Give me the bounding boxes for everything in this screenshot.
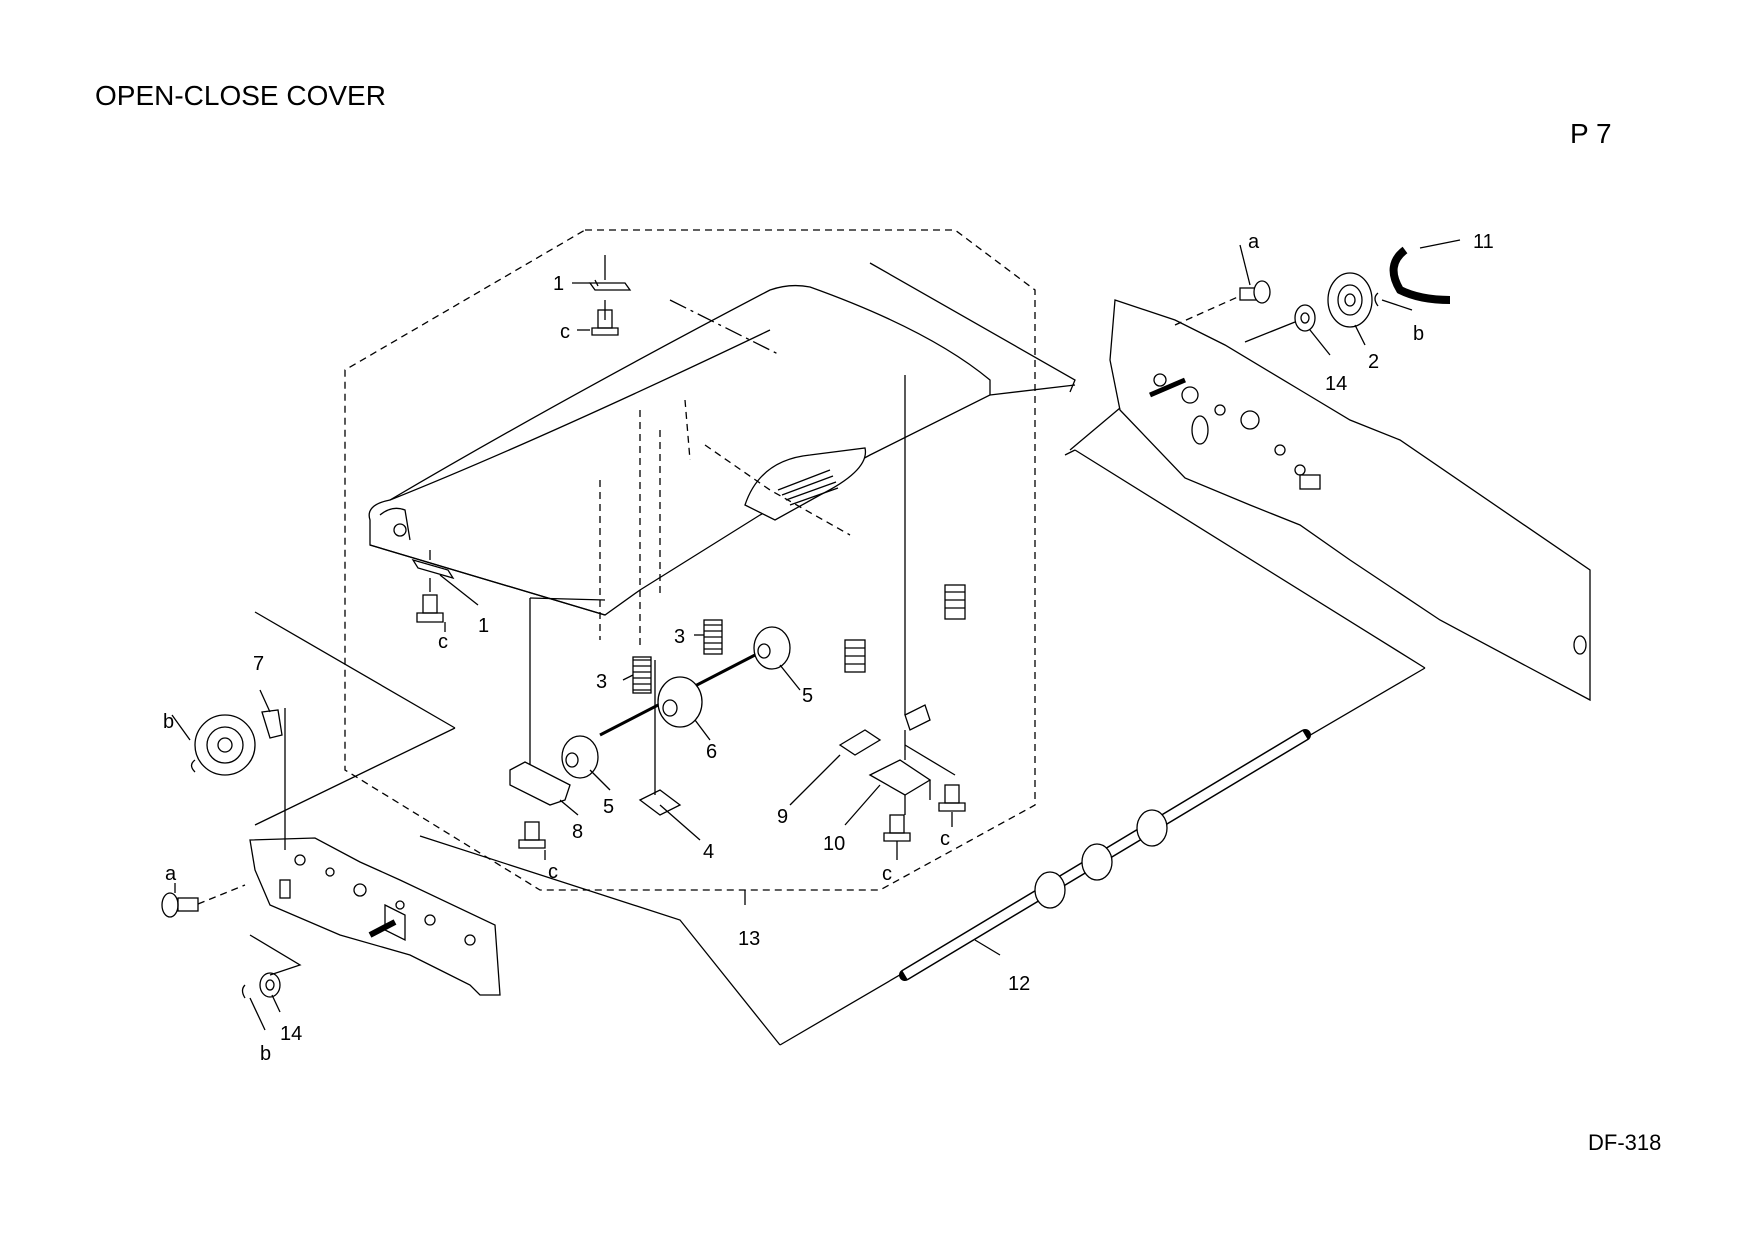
e-ring-b-right: [1374, 292, 1379, 307]
callout-screw-c-10-left: c: [882, 863, 892, 885]
timing-belt-11: [1389, 246, 1451, 304]
screw-a-right: [1174, 280, 1271, 326]
screw-c-part-10-right: [938, 784, 966, 812]
screw-c-under-8: [518, 821, 546, 849]
callout-screw-a-right: a: [1248, 231, 1260, 253]
part-4-pad: [638, 660, 682, 816]
screw-c-lower-left: [416, 594, 444, 623]
part-10-holder: [868, 375, 956, 815]
part-9-pad: [838, 729, 882, 756]
screw-a-left: [161, 884, 246, 918]
callout-part-1-lower: 1: [478, 615, 489, 637]
spring-3-left: [632, 656, 652, 694]
part-8-holder: [509, 597, 606, 806]
callout-screw-c-top: c: [560, 321, 570, 343]
part-7-clip: [261, 708, 286, 850]
gear-2-right: [1327, 272, 1373, 328]
callout-gear-2: 2: [1368, 351, 1379, 373]
left-side-frame: [249, 837, 501, 996]
leader-lines: [171, 239, 1461, 1031]
callout-bushing-14-left: 14: [280, 1023, 302, 1045]
callout-e-ring-b-right: b: [1413, 323, 1424, 345]
callout-bushing-14-right: 14: [1325, 373, 1347, 395]
callout-roller-6: 6: [706, 741, 717, 763]
callout-screw-c-10-right: c: [940, 828, 950, 850]
callout-part-1-top: 1: [553, 273, 564, 295]
callout-part-7: 7: [253, 653, 264, 675]
callout-e-ring-b-left: b: [163, 711, 174, 733]
callout-roller-5-left: 5: [603, 796, 614, 818]
open-close-cover-body: [368, 284, 991, 616]
callout-spring-3-right: 3: [674, 626, 685, 648]
page-title: OPEN-CLOSE COVER: [95, 80, 386, 111]
callout-screw-a-left: a: [165, 863, 177, 885]
callout-belt-11: 11: [1473, 231, 1494, 253]
spring-upper-right: [844, 584, 966, 673]
callout-part-8: 8: [572, 821, 583, 843]
callout-shaft-12: 12: [1008, 973, 1030, 995]
callout-assembly-13: 13: [738, 928, 760, 950]
part-1-bracket-lower: [411, 550, 455, 592]
callout-labels: 1 c 1 c 3 3 5 6 5 8 c 4 9 10 c c 13 7 b …: [163, 231, 1494, 1065]
screw-c-part-10-left: [883, 814, 911, 842]
assembly-13-boundary: [344, 229, 1036, 891]
e-ring-b-left: [190, 759, 196, 773]
page-number: P 7: [1570, 118, 1612, 149]
callout-e-ring-b-lower: b: [260, 1043, 271, 1065]
callout-roller-5-right: 5: [802, 685, 813, 707]
callout-part-9: 9: [777, 806, 788, 828]
callout-part-4: 4: [703, 841, 714, 863]
callout-part-10: 10: [823, 833, 845, 855]
gear-7-left: [194, 714, 256, 776]
screw-c-top: [591, 309, 619, 336]
right-side-frame: [1109, 299, 1591, 702]
shaft-12: [899, 729, 1311, 981]
roller-shaft-assembly: [561, 626, 791, 779]
callout-screw-c-lower: c: [438, 631, 448, 653]
callout-screw-c-under-8: c: [548, 861, 558, 883]
bushing-14-left: [241, 934, 302, 999]
callout-spring-3-left: 3: [596, 671, 607, 693]
spring-3-right: [703, 619, 723, 655]
bushing-14-right: [1244, 304, 1316, 343]
model-code: DF-318: [1588, 1130, 1662, 1155]
